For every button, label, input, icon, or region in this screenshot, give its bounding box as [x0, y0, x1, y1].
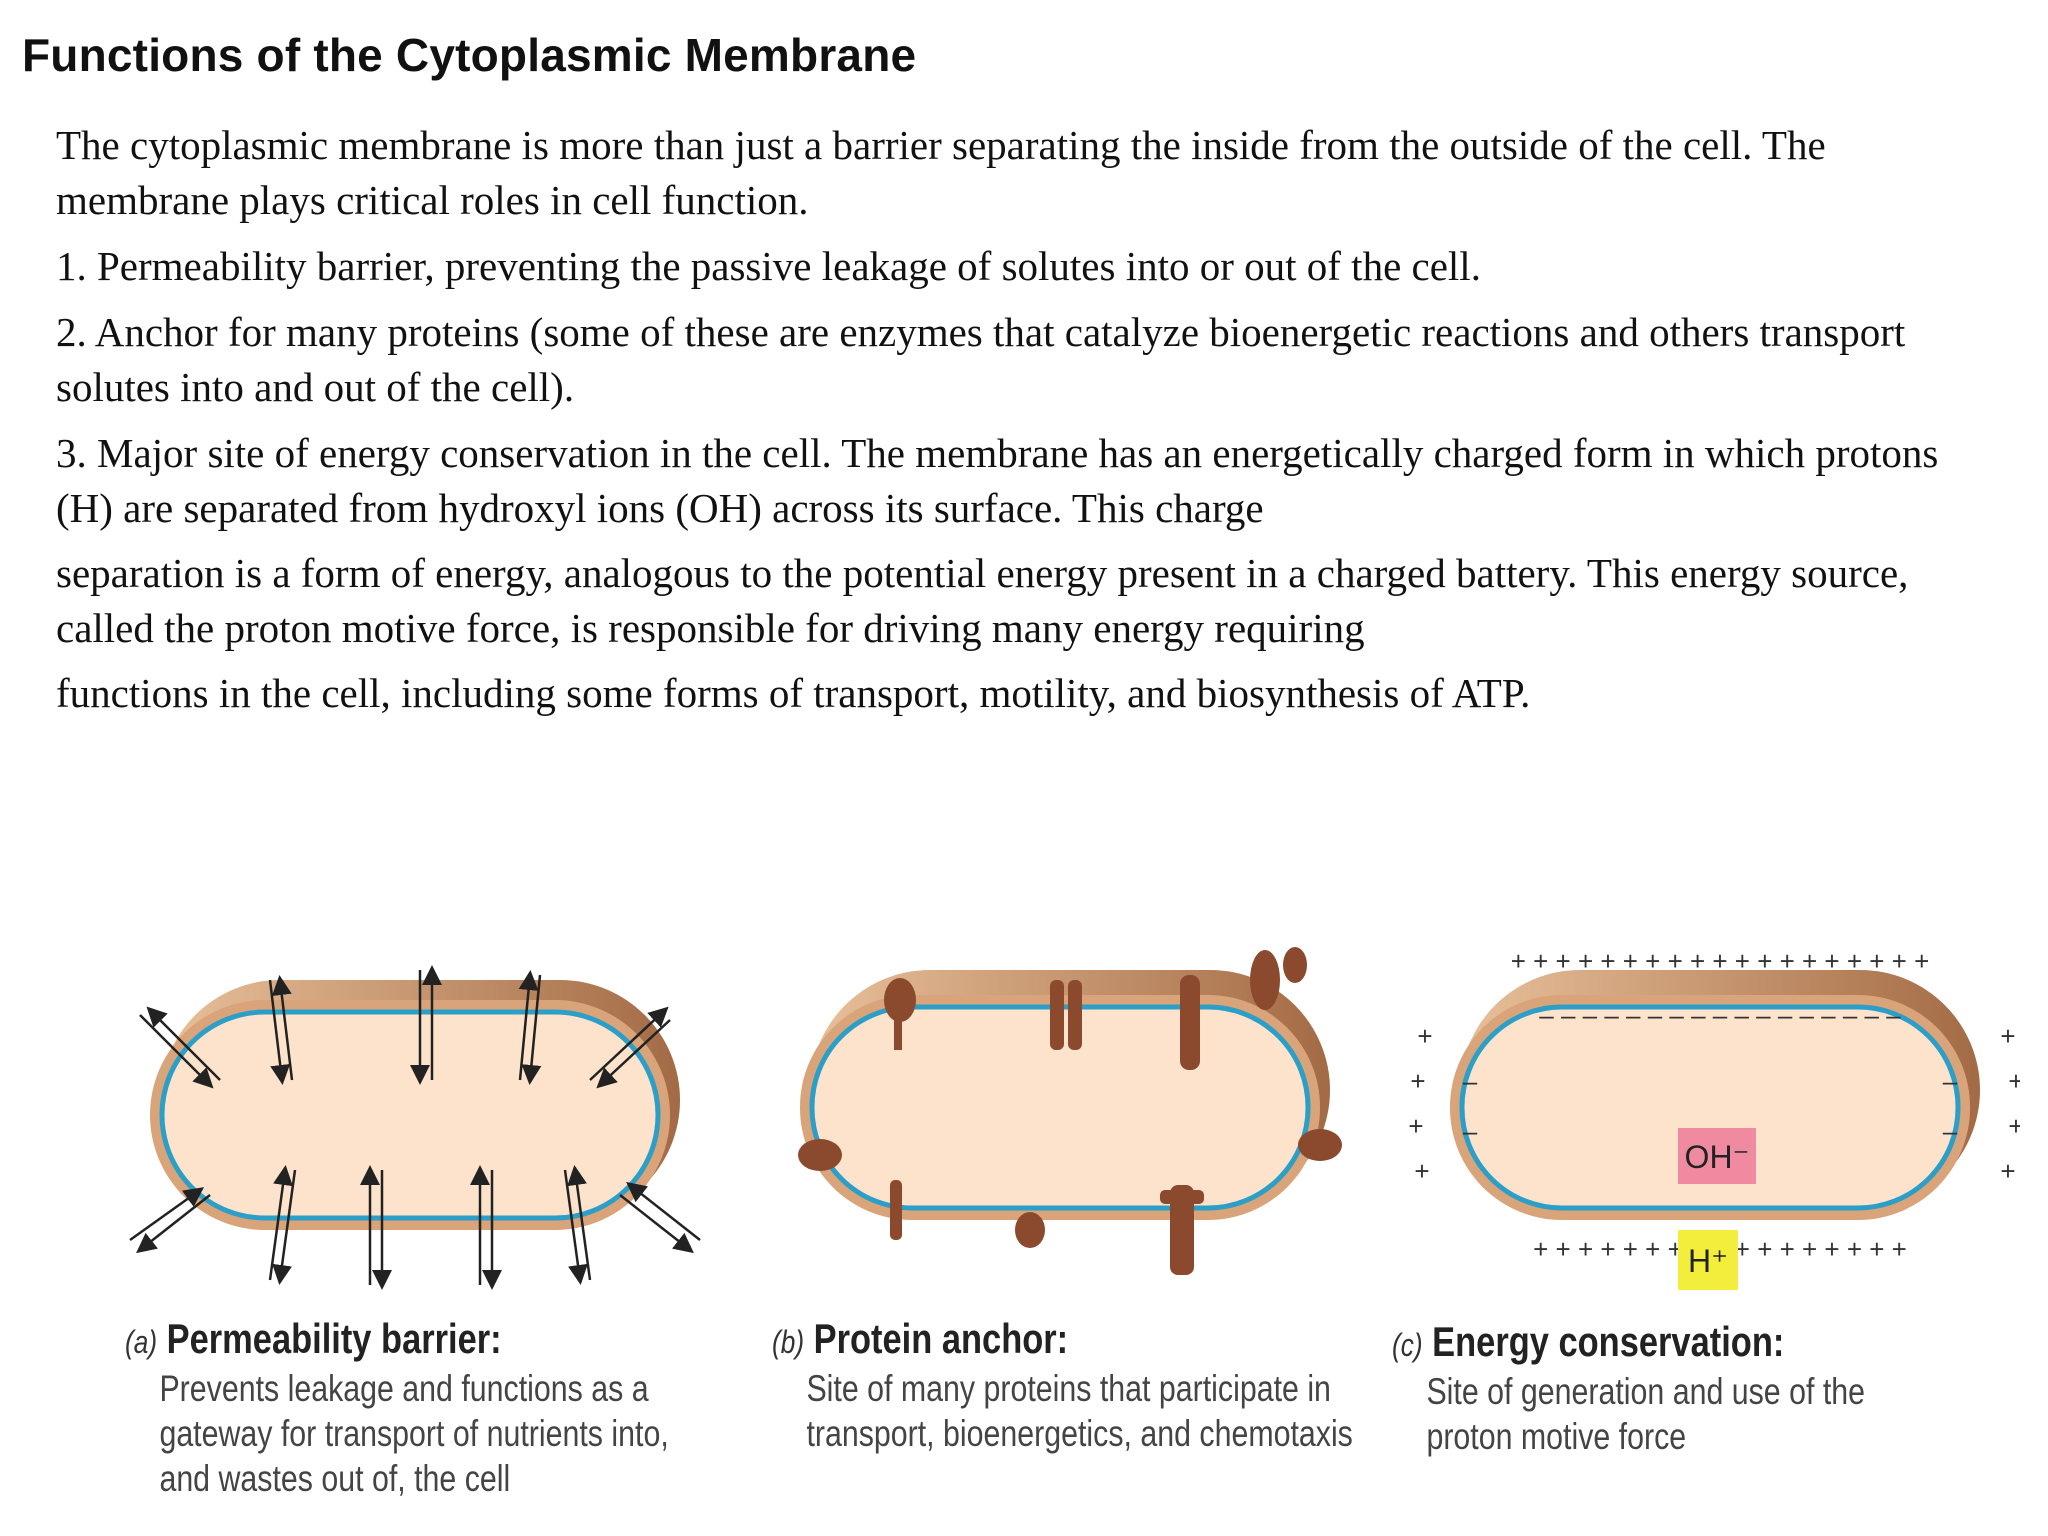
oh-box	[1678, 1128, 1756, 1184]
panel-b-cell	[798, 947, 1342, 1275]
caption-c: (c) Energy conservation: Site of generat…	[1392, 1318, 1866, 1457]
body-text: The cytoplasmic membrane is more than ju…	[56, 118, 1956, 732]
point-3a: 3. Major site of energy conservation in …	[56, 430, 1939, 531]
svg-text:+: +	[1417, 1021, 1432, 1051]
intro-paragraph: The cytoplasmic membrane is more than ju…	[56, 122, 1826, 223]
caption-a: (a) Permeability barrier: Prevents leaka…	[125, 1315, 669, 1499]
point-2: 2. Anchor for many proteins (some of the…	[56, 309, 1906, 410]
point-3b: separation is a form of energy, analogou…	[56, 550, 1909, 651]
point-3c: functions in the cell, including some fo…	[56, 670, 1531, 716]
h-box	[1678, 1230, 1738, 1290]
svg-text:+: +	[2000, 1156, 2015, 1186]
svg-text:–: –	[1463, 1116, 1478, 1146]
svg-text:–: –	[1943, 1116, 1958, 1146]
svg-text:+: +	[1414, 1156, 1429, 1186]
svg-text:+: +	[2008, 1066, 2020, 1096]
membrane-functions-figure: + + + + + + + + + + + + + + + + + + + + …	[120, 940, 2024, 1520]
caption-b: (b) Protein anchor: Site of many protein…	[772, 1315, 1353, 1454]
svg-text:–: –	[1943, 1066, 1958, 1096]
h-label: H⁺	[1688, 1243, 1728, 1279]
panel-c-cell: + + + + + + + + + + + + + + + + + + + + …	[1408, 946, 2024, 1290]
point-1: 1. Permeability barrier, preventing the …	[56, 243, 1481, 289]
figure-diagrams: + + + + + + + + + + + + + + + + + + + + …	[129, 946, 2024, 1290]
svg-text:+ + + + + + + + + + + + + + +: + + + + + + + + + + + + + + + + + + +	[1511, 946, 1930, 976]
oh-label: OH⁻	[1685, 1139, 1750, 1175]
svg-text:–: –	[1463, 1066, 1478, 1096]
svg-text:+: +	[2008, 1111, 2020, 1141]
svg-text:+: +	[1410, 1066, 1425, 1096]
svg-text:+: +	[1408, 1111, 1423, 1141]
svg-text:+: +	[2000, 1021, 2015, 1051]
page-title: Functions of the Cytoplasmic Membrane	[22, 29, 917, 81]
svg-text:– – – – – – – – – – – – – – –: – – – – – – – – – – – – – – – – –	[1539, 1000, 1901, 1030]
panel-a-cell	[129, 965, 701, 1290]
